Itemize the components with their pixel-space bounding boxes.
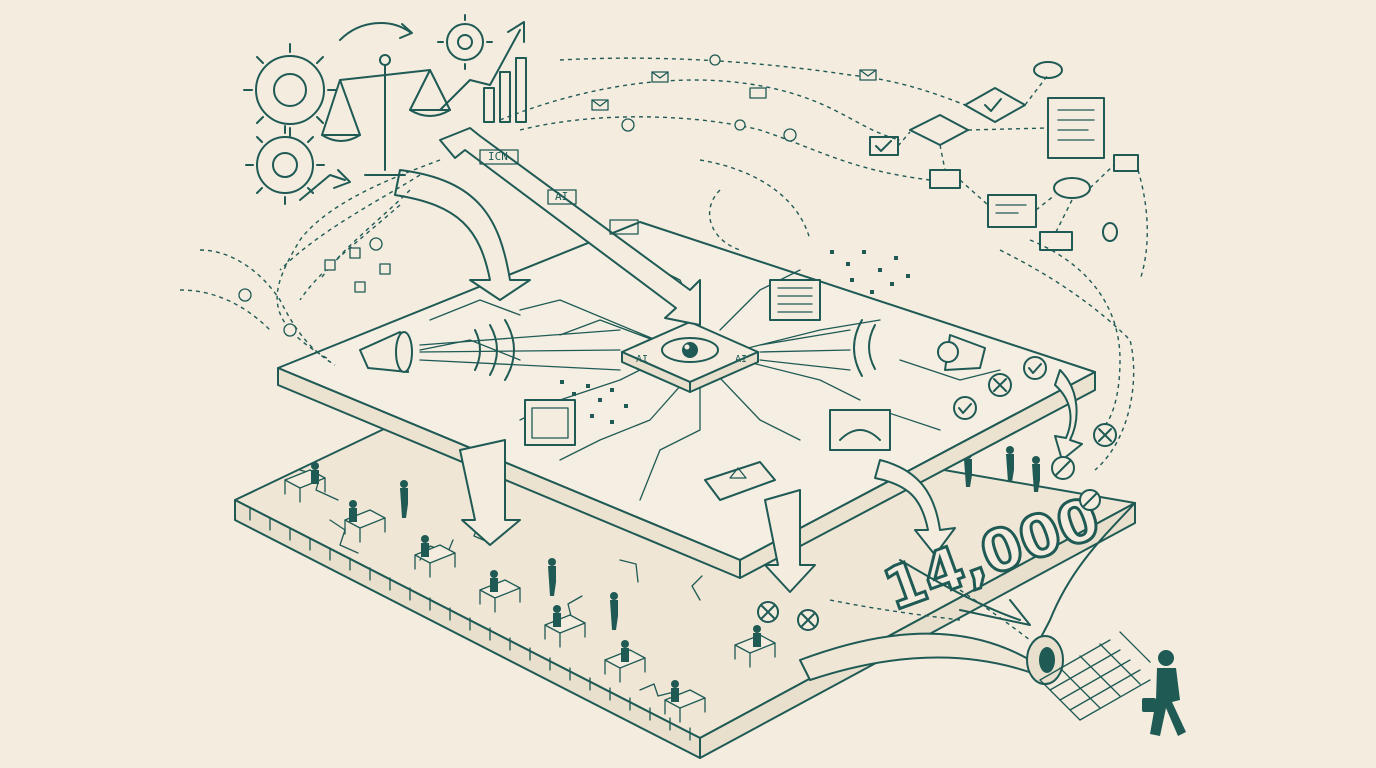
bar-chart-icon (483, 57, 527, 123)
worker-desk (664, 680, 706, 723)
cross-icon (797, 609, 819, 631)
warning-box (704, 461, 776, 501)
worker-desk (479, 570, 521, 613)
office-workers (284, 446, 1040, 723)
chip-label: AI (735, 354, 747, 365)
incoming-data-arrow: ICN AI (394, 127, 701, 326)
checkmark-icon (953, 396, 977, 420)
downward-flow-arrows (459, 369, 1083, 593)
tag-icn: ICN (488, 150, 508, 163)
standing-figures (400, 446, 1040, 630)
scale-icon (321, 54, 451, 176)
gear-icon (243, 43, 337, 137)
worker-desk (344, 500, 386, 543)
dashed-data-paths (179, 57, 1148, 641)
tag-ai: AI (555, 190, 568, 203)
worker-desk (544, 605, 586, 648)
status-circles (757, 356, 1117, 631)
gateway-block (829, 409, 891, 451)
checkmark-icon (1023, 356, 1047, 380)
chip-label: AI (636, 354, 648, 365)
cross-icon (1079, 489, 1101, 511)
exit-tube (799, 502, 1136, 685)
walking-person-icon (1142, 650, 1186, 736)
cross-icon (1051, 456, 1075, 480)
floor-grid (1039, 631, 1151, 721)
worker-desk (604, 640, 646, 683)
eye-chip-icon: AI AI (621, 321, 759, 393)
megaphone-icon (359, 319, 621, 381)
cycle-arrows-icon (339, 22, 413, 41)
document-icon (1047, 97, 1105, 159)
trend-arrow-icon (299, 21, 525, 201)
worker-desk (284, 462, 326, 503)
cross-icon (988, 373, 1012, 397)
flowchart (869, 61, 1139, 251)
server-block (769, 279, 821, 321)
cross-icon (1093, 423, 1117, 447)
gateway-block (524, 399, 576, 446)
gear-icon (245, 125, 325, 205)
gear-icon (437, 14, 493, 70)
worker-desk (734, 625, 776, 668)
message-nodes (238, 54, 877, 337)
cross-icon (757, 601, 779, 623)
worker-desk (414, 535, 456, 578)
megaphone-icon (759, 319, 986, 377)
